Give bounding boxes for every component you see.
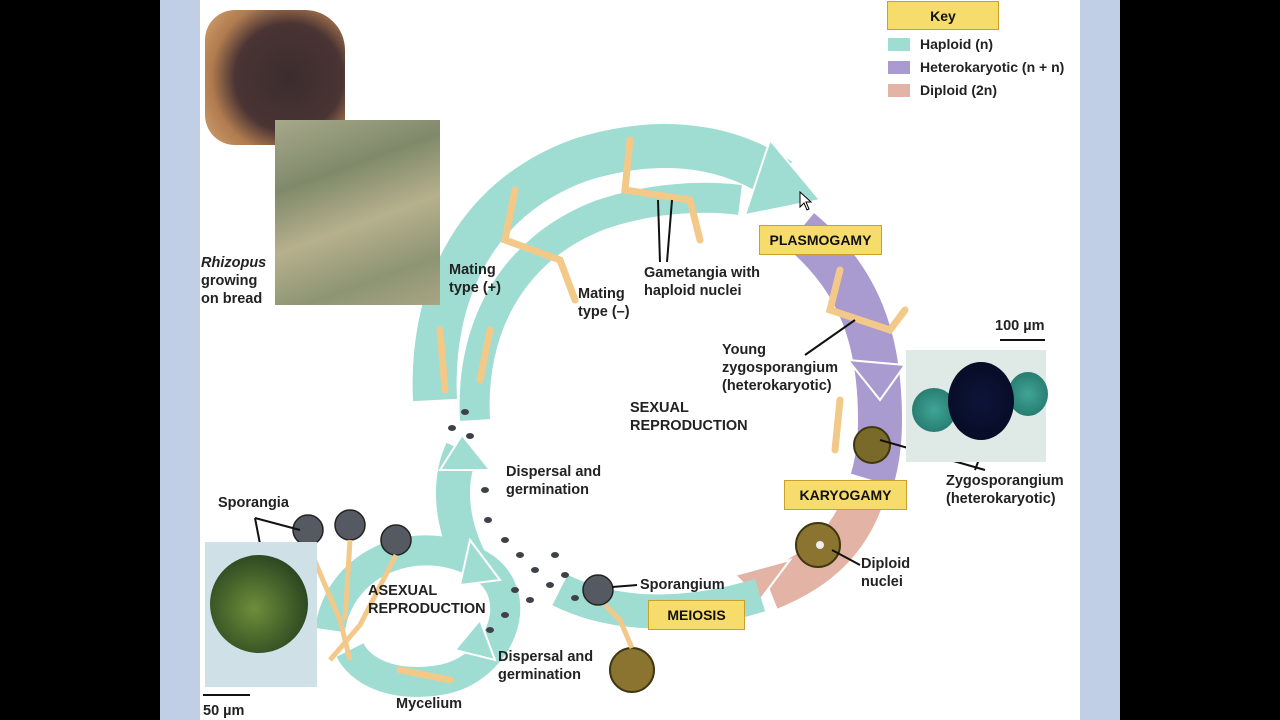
scale-100-label: 100 µm bbox=[995, 318, 1045, 334]
asexual-arrowhead-2 bbox=[453, 618, 497, 662]
sporangiophores bbox=[305, 539, 635, 662]
plasmogamy-box: PLASMOGAMY bbox=[759, 225, 882, 255]
mating-plus-line1: Mating bbox=[449, 262, 496, 278]
dispersal-top-label: Dispersal and germination bbox=[506, 463, 601, 499]
mating-minus-line1: Mating bbox=[578, 286, 625, 302]
diploid-nuclei-line1: Diploid bbox=[861, 556, 911, 572]
haploid-arrowhead-left bbox=[438, 433, 493, 471]
rhizopus-line3: on bread bbox=[201, 291, 263, 307]
asexual-line1: ASEXUAL bbox=[368, 583, 438, 599]
mating-hyphae bbox=[396, 136, 909, 684]
gametangia-line2: haploid nuclei bbox=[644, 283, 742, 299]
bottom-zygospore bbox=[609, 647, 655, 693]
young-zygosporangium-label: Young zygosporangium (heterokaryotic) bbox=[722, 341, 838, 395]
key-diploid-label: Diploid (2n) bbox=[920, 82, 997, 98]
zygo-center-cell bbox=[948, 362, 1014, 440]
young-zygo-line1: Young bbox=[722, 342, 767, 358]
plasmogamy-label: PLASMOGAMY bbox=[769, 232, 872, 248]
sporangium-3 bbox=[380, 524, 412, 556]
key-row-diploid: Diploid (2n) bbox=[888, 82, 997, 98]
mating-type-plus-label: Mating type (+) bbox=[449, 261, 501, 297]
sporangium-micrograph-ball bbox=[210, 555, 308, 653]
asexual-loop bbox=[315, 535, 521, 697]
key-title: Key bbox=[930, 7, 956, 24]
sexual-reproduction-label: SEXUAL REPRODUCTION bbox=[630, 399, 748, 435]
diploid-nuclei-label: Diploid nuclei bbox=[861, 555, 910, 591]
diploid-nucleus-dot bbox=[816, 541, 824, 549]
dispersal-bottom-line1: Dispersal and bbox=[498, 649, 594, 665]
haploid-swatch bbox=[888, 37, 910, 51]
meiosis-box: MEIOSIS bbox=[648, 600, 745, 630]
sporangium-2 bbox=[334, 509, 366, 541]
karyogamy-box: KARYOGAMY bbox=[784, 480, 907, 510]
mycelium-label: Mycelium bbox=[396, 696, 463, 712]
left-side-bar bbox=[160, 0, 200, 720]
mating-minus-line2: type (–) bbox=[578, 304, 630, 320]
young-zygo-line2: zygosporangium bbox=[722, 360, 839, 376]
asexual-reproduction-label: ASEXUAL REPRODUCTION bbox=[368, 582, 486, 618]
scale-50-label: 50 µm bbox=[203, 703, 245, 719]
key-row-haploid: Haploid (n) bbox=[888, 36, 993, 52]
mouse-cursor-icon bbox=[799, 191, 813, 211]
rhizopus-line2: growing bbox=[201, 273, 258, 289]
young-zygosporangium bbox=[853, 426, 891, 464]
zygosporangium-label: Zygosporangium (heterokaryotic) bbox=[946, 472, 1064, 508]
sporangia-label: Sporangia bbox=[218, 495, 289, 511]
diploid-nuclei-line2: nuclei bbox=[861, 574, 903, 590]
sporangium-label: Sporangium bbox=[640, 577, 725, 593]
haploid-outer-arc bbox=[412, 124, 793, 402]
zygosporangium-line1: Zygosporangium bbox=[946, 473, 1064, 489]
asexual-arrowhead bbox=[458, 537, 502, 587]
spores bbox=[448, 409, 579, 633]
diploid-swatch bbox=[888, 83, 910, 97]
rhizopus-line1: Rhizopus bbox=[201, 255, 267, 271]
rhizopus-label: Rhizopus growing on bread bbox=[201, 254, 266, 308]
key-row-heterokaryotic: Heterokaryotic (n + n) bbox=[888, 59, 1064, 75]
germinating-sporangium bbox=[582, 574, 614, 606]
dispersal-bottom-label: Dispersal and germination bbox=[498, 648, 593, 684]
heterokaryotic-swatch bbox=[888, 60, 910, 74]
karyogamy-label: KARYOGAMY bbox=[799, 487, 892, 503]
right-side-bar bbox=[1080, 0, 1120, 720]
zygo-right-cell bbox=[1008, 372, 1048, 416]
heterokaryotic-arrowhead bbox=[845, 358, 907, 402]
sexual-line1: SEXUAL bbox=[630, 400, 689, 416]
key-haploid-label: Haploid (n) bbox=[920, 36, 994, 52]
asexual-line2: REPRODUCTION bbox=[368, 601, 486, 617]
dispersal-top-line1: Dispersal and bbox=[506, 464, 602, 480]
dispersal-bottom-line2: germination bbox=[498, 667, 581, 683]
mold-closeup-photo bbox=[275, 120, 440, 305]
key-heterokaryotic-label: Heterokaryotic (n + n) bbox=[920, 59, 1065, 75]
gametangia-label: Gametangia with haploid nuclei bbox=[644, 264, 760, 300]
gametangia-line1: Gametangia with bbox=[644, 265, 761, 281]
young-zygo-line3: (heterokaryotic) bbox=[722, 378, 832, 394]
zygosporangium-line2: (heterokaryotic) bbox=[946, 491, 1056, 507]
mating-type-minus-label: Mating type (–) bbox=[578, 285, 630, 321]
meiosis-label: MEIOSIS bbox=[667, 607, 726, 623]
key-title-box: Key bbox=[887, 1, 999, 30]
dispersal-top-line2: germination bbox=[506, 482, 589, 498]
mating-plus-line2: type (+) bbox=[449, 280, 501, 296]
sexual-line2: REPRODUCTION bbox=[630, 418, 748, 434]
